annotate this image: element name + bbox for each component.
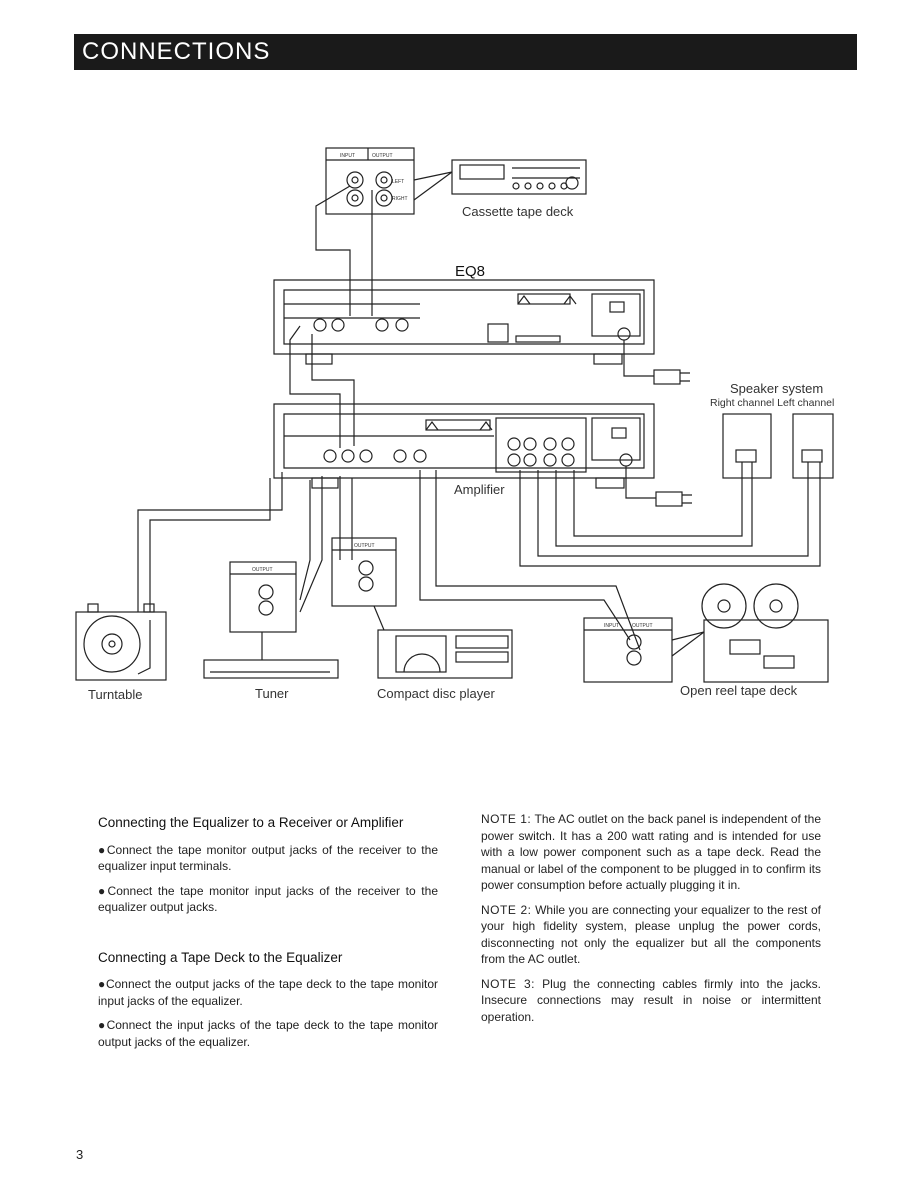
bullet-item: ●Connect the input jacks of the tape dec… (98, 1018, 438, 1049)
jack-right-text: RIGHT (392, 196, 408, 202)
open-reel-label: Open reel tape deck (680, 683, 798, 698)
bullet-item: ●Connect the tape monitor input jacks of… (98, 883, 438, 915)
reel-jack-panel (583, 617, 673, 683)
jack-input-text: INPUT (340, 153, 355, 159)
cassette-deck-illustration (451, 159, 587, 195)
cd-output-text: OUTPUT (354, 543, 375, 549)
bullet-item: ●Connect the output jacks of the tape de… (98, 977, 438, 1008)
tuner-illustration (203, 659, 339, 679)
speaker-left-illustration (792, 413, 834, 479)
page-number: 3 (76, 1147, 84, 1162)
tuner-label: Tuner (255, 686, 289, 701)
speaker-channels-label: Right channel Left channel (710, 397, 835, 409)
reel-output-text: OUTPUT (632, 623, 653, 629)
amplifier-illustration (273, 403, 655, 479)
note-label: NOTE 3: (481, 976, 535, 991)
bullet-item: ●Connect the tape monitor output jacks o… (98, 842, 438, 874)
section-heading-tape-deck: Connecting a Tape Deck to the Equalizer (98, 949, 343, 965)
speaker-right-illustration (722, 413, 772, 479)
note-paragraph: NOTE 3: Plug the connecting cables firml… (481, 976, 821, 1026)
note-label: NOTE 2: (481, 902, 532, 917)
right-column-notes: NOTE 1: The AC outlet on the back panel … (481, 811, 821, 1033)
note-text: While you are connecting your equalizer … (481, 902, 821, 967)
note-paragraph: NOTE 2: While you are connecting your eq… (481, 902, 821, 968)
note-label: NOTE 1: (481, 812, 532, 826)
tuner-jack-panel (229, 561, 297, 633)
turntable-illustration (75, 611, 167, 681)
eq8-unit-illustration (273, 279, 655, 355)
jack-output-text: OUTPUT (372, 153, 393, 159)
section-heading-equalizer-receiver: Connecting the Equalizer to a Receiver o… (98, 815, 404, 830)
page-title: CONNECTIONS (82, 38, 271, 65)
cassette-label: Cassette tape deck (462, 204, 574, 219)
open-reel-illustration (703, 619, 829, 683)
cassette-jack-panel (325, 147, 415, 215)
header-bar (74, 34, 857, 70)
note-text: The AC outlet on the back panel is indep… (481, 812, 821, 892)
tuner-output-text: OUTPUT (252, 567, 273, 573)
eq8-label: EQ8 (455, 263, 486, 280)
speaker-system-label: Speaker system (730, 381, 824, 396)
cd-player-label: Compact disc player (377, 686, 495, 701)
cd-player-illustration (377, 629, 513, 679)
reel-input-text: INPUT (604, 623, 619, 629)
left-column: Connecting the Equalizer to a Receiver o… (98, 815, 438, 1058)
amplifier-label: Amplifier (454, 482, 505, 497)
jack-left-text: LEFT (392, 179, 404, 185)
cd-jack-panel (331, 537, 397, 607)
note-paragraph: NOTE 1: The AC outlet on the back panel … (481, 811, 821, 894)
note-text: Plug the connecting cables firmly into t… (481, 976, 821, 1024)
turntable-label: Turntable (88, 687, 143, 702)
connection-diagram: INPUT OUTPUT LEFT RIGHT OUTPUT OUTPUT OU… (75, 147, 834, 683)
